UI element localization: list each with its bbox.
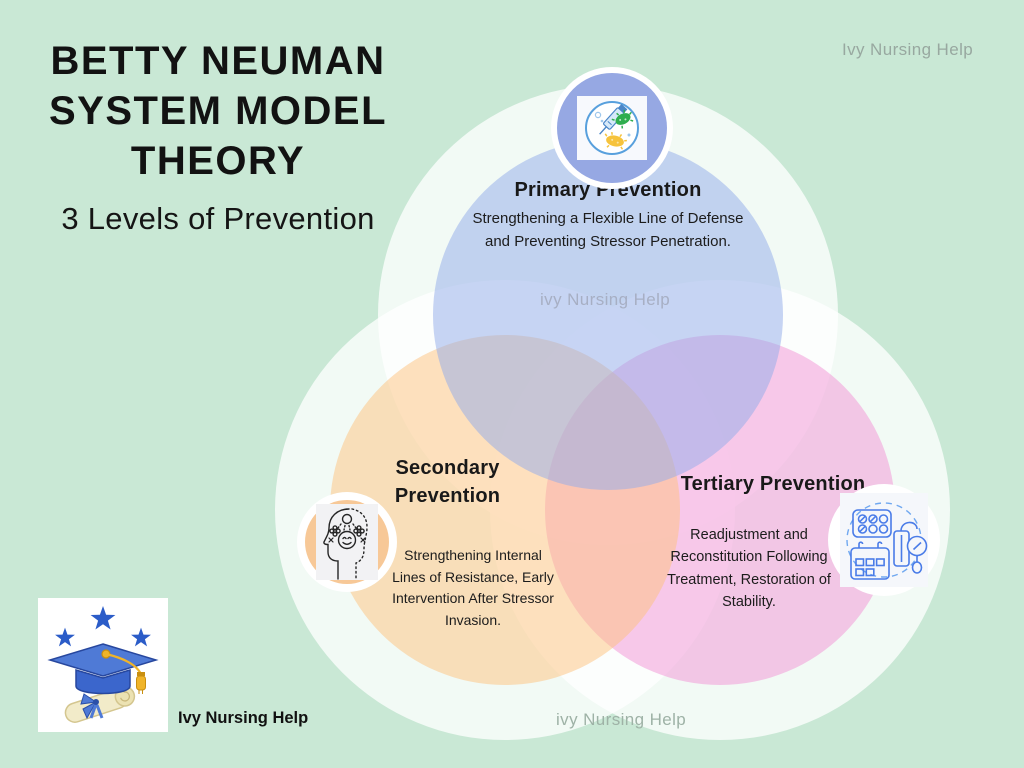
secondary-prevention-heading: Secondary Prevention: [394, 457, 501, 507]
yellow-germ-glyph: [604, 132, 628, 150]
green-germ-glyph: [611, 109, 634, 129]
tertiary-prevention-description: Readjustment and Reconstitution Followin…: [667, 527, 831, 611]
syringe-and-germs-icon: [577, 96, 647, 165]
logo-ribbon: [80, 693, 104, 720]
logo-stars: [55, 606, 151, 647]
logo-cap-board: [47, 643, 159, 677]
pill-blister-glyph: [852, 509, 892, 538]
flower-glyph-left: [329, 525, 341, 537]
primary-prevention-circle: [433, 140, 783, 490]
logo-cap-crown: [75, 668, 131, 695]
title-block: BETTY NEUMAN SYSTEM MODEL THEORY 3 Level…: [10, 36, 426, 237]
watermark-top-right: Ivy Nursing Help: [842, 40, 974, 59]
page-subtitle: 3 Levels of Prevention: [61, 201, 375, 236]
page-title-line-1: BETTY NEUMAN: [50, 39, 386, 83]
secondary-prevention-description: Strengthening Internal Lines of Resistan…: [392, 547, 554, 629]
calendar-glyph: [850, 547, 890, 580]
watermark-center: ivy Nursing Help: [540, 290, 671, 309]
brand-label: Ivy Nursing Help: [178, 709, 309, 727]
mental-health-head-icon: [316, 504, 378, 585]
flower-glyph-right: [353, 525, 365, 537]
logo-tassel-cord: [105, 652, 142, 675]
syringe-glyph: [599, 104, 628, 135]
watermark-bottom: ivy Nursing Help: [556, 710, 687, 729]
tertiary-prevention-heading: Tertiary Prevention: [680, 473, 866, 495]
page-title-line-2: SYSTEM MODEL: [48, 89, 388, 133]
medication-treatment-icon: [840, 493, 928, 592]
primary-prevention-description: Strengthening a Flexible Line of Defense…: [472, 210, 744, 251]
graduation-cap-logo: [38, 598, 168, 732]
page-title-line-3: THEORY: [130, 139, 306, 183]
